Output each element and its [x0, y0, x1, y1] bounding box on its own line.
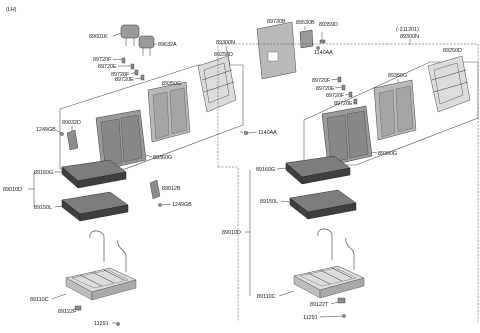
bolt1-icon	[60, 132, 64, 136]
label-cushion-cover-r: 89160G	[256, 167, 275, 173]
back-frame-r	[427, 55, 471, 113]
label-screw-r: 11291	[303, 315, 318, 321]
cushion-pad	[61, 191, 129, 222]
label-clip2: 89720E	[98, 64, 117, 70]
label-bolt1: 1249GB	[36, 127, 56, 133]
screw-icon	[116, 322, 120, 326]
label-clip1-r: 89720F	[312, 78, 331, 84]
bolt-top-icon	[316, 46, 320, 50]
label-side-cover: 89032D	[62, 120, 81, 126]
screw-r-icon	[342, 314, 346, 318]
storage-box	[299, 29, 314, 49]
headrest-guide	[138, 35, 155, 56]
variant-boundary	[217, 43, 387, 167]
label-cushion-pad: 89150L	[34, 205, 52, 211]
bolt2-icon	[243, 130, 248, 135]
back-cover	[95, 109, 147, 171]
label-headrest-guide: 89632A	[158, 42, 177, 48]
trim-piece	[149, 179, 161, 200]
label-bolt3: 1249GB	[172, 202, 192, 208]
label-trim: 89012B	[162, 186, 181, 192]
clips-right	[337, 76, 358, 105]
cushion-pad-r	[289, 189, 357, 220]
label-cushion-pad-r: 89150L	[260, 199, 278, 205]
bracket-top	[319, 32, 326, 44]
back-cover-r	[321, 105, 373, 167]
clips-left	[121, 57, 145, 81]
label-back-assy: 89300N	[216, 40, 235, 46]
label-cushion-assy: 89010D	[3, 187, 22, 193]
label-bracket-top: 89359D	[319, 22, 338, 28]
bracket-r-icon	[337, 297, 346, 304]
label-back-pad-r: 89350G	[388, 73, 407, 79]
label-clip1: 89720F	[93, 57, 112, 63]
back-frame	[197, 55, 237, 113]
back-board	[256, 21, 297, 80]
label-clip3: 89720F	[111, 72, 130, 78]
label-clip4: 89720E	[115, 77, 134, 83]
back-pad	[147, 81, 191, 143]
label-headrest: 89601K	[89, 34, 108, 40]
label-clip2-r: 89720E	[316, 86, 335, 92]
seat-rail-frame-r	[293, 228, 365, 299]
label-bolt-top: 1140AA	[314, 50, 333, 56]
label-cushion-assy-r: 89010D	[222, 230, 241, 236]
label-screw: 11291	[94, 321, 109, 327]
label-back-frame: 89250D	[214, 52, 233, 58]
cushion-cover	[61, 159, 127, 189]
back-pad-r	[373, 79, 417, 141]
label-rail-r: 89110C	[257, 294, 276, 300]
label-cushion-cover: 89160G	[34, 170, 53, 176]
label-clip3-r: 89720F	[326, 93, 345, 99]
label-back-frame-r: 89250D	[443, 48, 462, 54]
cushion-cover-r	[285, 155, 351, 185]
label-back-pad: 89350G	[162, 81, 181, 87]
label-bracket-r: 89122T	[310, 302, 329, 308]
variant-boundary-right	[387, 43, 479, 322]
label-back-cover: 89360G	[153, 155, 172, 161]
headrest-left	[120, 24, 140, 46]
label-bolt2: 1140AA	[258, 130, 277, 136]
label-box: 89530B	[296, 20, 315, 26]
label-date-code: (-211201)	[396, 27, 419, 33]
bolt3-icon	[158, 203, 162, 207]
seat-rail-frame	[65, 230, 137, 301]
label-clip4-r: 89720E	[334, 101, 353, 107]
label-back-board: 89730B	[267, 19, 286, 25]
side-cover	[66, 129, 79, 151]
back-assembly-box	[59, 64, 244, 170]
label-back-cover-r: 89360G	[378, 151, 397, 157]
corner-label: (LH)	[6, 7, 17, 13]
label-rail: 89110C	[30, 297, 49, 303]
variant-boundary-lower	[218, 166, 239, 322]
label-back-assy-r: 89300N	[400, 34, 419, 40]
label-bracket: 89122F	[58, 309, 77, 315]
